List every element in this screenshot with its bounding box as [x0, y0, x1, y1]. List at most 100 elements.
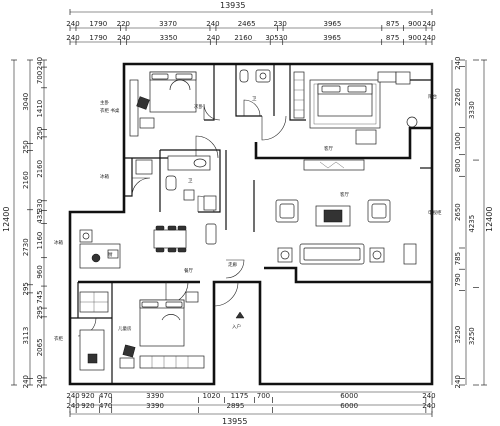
- top-total-dim: 13935: [220, 1, 245, 10]
- dim-label: 2650: [454, 203, 462, 221]
- bar-counter: [205, 223, 217, 245]
- dim-label: 900: [408, 34, 421, 42]
- dim-label: 1175: [231, 392, 249, 400]
- wardrobe-bottom-left: [79, 329, 105, 371]
- toilet-icon: [239, 69, 249, 83]
- dim-label: 240: [422, 392, 435, 400]
- dim-label: 785: [454, 252, 462, 265]
- dim-label: 1790: [89, 34, 107, 42]
- top-dimensions: 13935 240 1790 220 3370 240 2465 230 3965 875 900…: [66, 1, 436, 45]
- toilet-center: [165, 175, 177, 191]
- dim-label: 295: [22, 282, 30, 295]
- dim-label: 2465: [238, 20, 256, 28]
- dim-label: 240: [422, 402, 435, 410]
- dim-label: 6000: [340, 392, 358, 400]
- label-kitchen: 厨: [108, 252, 113, 258]
- bottom-total-dim: 13955: [222, 417, 247, 426]
- dim-label: 3040: [22, 93, 30, 111]
- label-hall: 走廊: [228, 261, 237, 268]
- dim-label: 2260: [454, 88, 462, 106]
- dim-label: 435: [36, 210, 44, 223]
- dim-label: 920: [81, 392, 94, 400]
- label-living: 客厅: [340, 191, 349, 198]
- note-left-mid: 冰箱: [100, 173, 109, 180]
- note-right-top: 阳台: [428, 93, 437, 100]
- dim-label: 3350: [160, 34, 178, 42]
- furniture: [79, 69, 418, 371]
- label-entrance: 入户: [232, 323, 241, 330]
- label-bedroom-top-left: 主卧: [100, 99, 109, 106]
- dim-label: 240: [66, 20, 79, 28]
- dim-label: 240: [207, 34, 220, 42]
- dim-label: 1790: [89, 20, 107, 28]
- dim-label: 3390: [146, 392, 164, 400]
- dim-label: 2895: [226, 402, 244, 410]
- dim-label: 3250: [454, 326, 462, 344]
- dim-label: 240: [66, 392, 79, 400]
- dim-label: 470: [99, 402, 112, 410]
- note-right-mid: 电视柜: [428, 209, 442, 216]
- dim-label: 3113: [22, 327, 30, 345]
- dim-label: 2160: [22, 171, 30, 189]
- dim-label: 6000: [340, 402, 358, 410]
- dim-label: 240: [66, 34, 79, 42]
- wardrobe-bottom: [139, 355, 205, 369]
- dim-label: 790: [454, 273, 462, 286]
- left-dim-inner: 2407001410250216033043511609607452952065…: [36, 57, 47, 388]
- label-wc: 卫: [252, 96, 257, 102]
- label-bedroom-top-center: 次卧: [194, 103, 203, 110]
- dim-label: 745: [36, 290, 44, 303]
- dim-label: 3250: [468, 327, 476, 345]
- dim-label: 220: [117, 20, 130, 28]
- label-bathroom-center: 卫: [188, 178, 193, 184]
- dim-label: 3370: [159, 20, 177, 28]
- note-left-top: 衣柜 书桌: [100, 107, 120, 114]
- dim-label: 4235: [468, 215, 476, 233]
- dim-label: 2730: [22, 238, 30, 256]
- dim-label: 240: [206, 20, 219, 28]
- right-dim-inner: 240 2260 1000 800 2650 785 790 3250 240: [454, 57, 465, 388]
- dim-label: 2160: [234, 34, 252, 42]
- dim-label: 295: [36, 306, 44, 319]
- right-total-dim: 12400: [485, 207, 494, 232]
- dim-label: 800: [454, 159, 462, 172]
- dim-label: 875: [386, 20, 399, 28]
- kitchen-counter: [79, 243, 121, 269]
- plant-icon: [406, 116, 418, 128]
- dim-label: 240: [422, 20, 435, 28]
- dim-label: 3965: [323, 34, 341, 42]
- dim-label: 875: [386, 34, 399, 42]
- dim-label: 240: [36, 375, 44, 388]
- shower-center: [203, 195, 217, 211]
- wardrobe-top-left: [129, 79, 139, 137]
- dim-label: 230: [274, 20, 287, 28]
- nightstand-right: [377, 71, 397, 83]
- wardrobe-top-right: [293, 71, 305, 119]
- dim-label: 240: [36, 57, 44, 70]
- dim-label: 1000: [454, 132, 462, 150]
- basin-center: [183, 189, 195, 201]
- label-bedroom-bottom: 儿童房: [118, 325, 132, 332]
- dim-label: 240: [117, 34, 130, 42]
- dim-label: 2160: [36, 160, 44, 178]
- left-total-dim: 12400: [2, 207, 11, 232]
- desk-top-right: [355, 129, 377, 145]
- chair-bottom-left-icon: [87, 353, 98, 364]
- dim-label: 250: [36, 127, 44, 140]
- dim-label: 240: [454, 375, 462, 388]
- dim-label: 240: [454, 57, 462, 70]
- dim-label: 900: [408, 20, 421, 28]
- label-dining: 餐厅: [184, 267, 193, 274]
- dim-label: 2065: [36, 338, 44, 356]
- note-left-kitchen: 冰箱: [54, 239, 63, 246]
- chair-icon: [136, 96, 150, 110]
- entrance-arrow-icon: [235, 311, 245, 319]
- dining-table: [153, 229, 187, 249]
- dim-label: 240: [66, 402, 79, 410]
